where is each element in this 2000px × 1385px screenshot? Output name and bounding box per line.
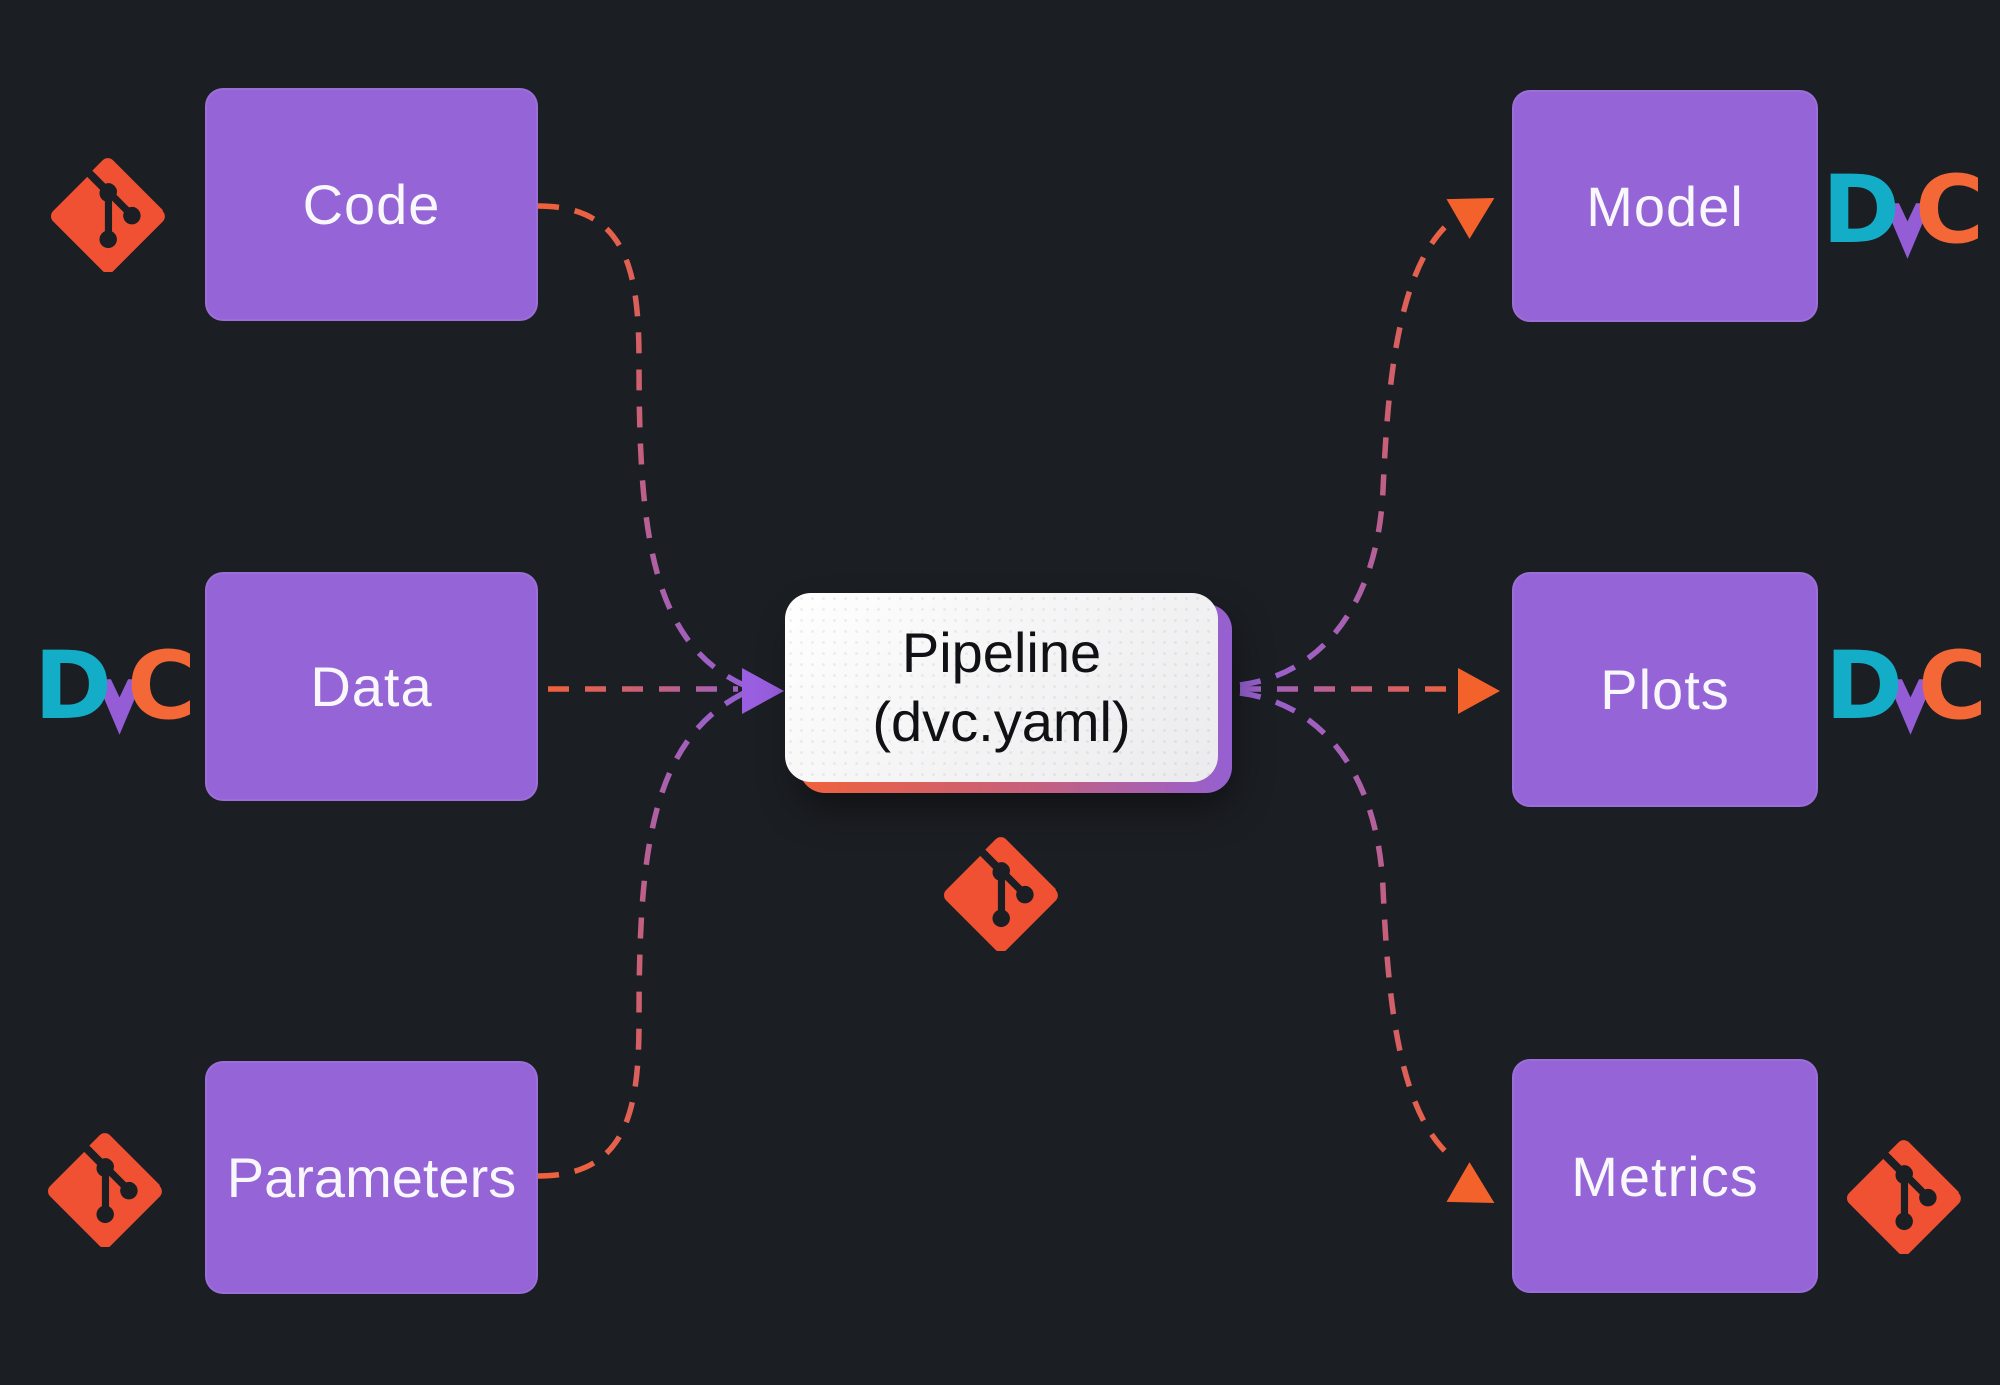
pipeline-title: Pipeline	[901, 621, 1102, 685]
dvc-letter-c: C	[1918, 632, 1988, 741]
dvc-letter-d: D	[1825, 632, 1904, 741]
node-model-label: Model	[1586, 174, 1744, 238]
node-metrics: Metrics	[1512, 1059, 1818, 1293]
node-parameters: Parameters	[205, 1061, 538, 1294]
dvc-letter-d: D	[1822, 156, 1901, 265]
edge-code-to-pipeline	[537, 203, 750, 690]
edge-pipeline-to-model	[1239, 215, 1457, 688]
node-plots: Plots	[1512, 572, 1818, 807]
arrowhead-into-plots	[1458, 668, 1500, 714]
pipeline-subtitle: (dvc.yaml)	[872, 689, 1131, 753]
edge-parameters-to-pipeline	[537, 688, 750, 1179]
node-code-label: Code	[302, 173, 441, 236]
node-metrics-label: Metrics	[1571, 1144, 1759, 1208]
node-plots-label: Plots	[1600, 658, 1730, 721]
arrowhead-into-pipeline	[742, 668, 784, 714]
node-pipeline: Pipeline (dvc.yaml)	[785, 593, 1218, 782]
dvc-v-mark	[1887, 679, 1935, 735]
node-data-label: Data	[310, 655, 433, 718]
dvc-icon: D C	[34, 640, 196, 736]
git-icon	[944, 837, 1058, 951]
edge-pipeline-to-metrics	[1239, 690, 1457, 1163]
dvc-icon: D C	[1825, 640, 1987, 736]
dvc-letter-c: C	[127, 632, 197, 741]
dvc-icon: D C	[1822, 164, 1984, 260]
git-icon	[48, 1133, 162, 1247]
node-data: Data	[205, 572, 538, 801]
node-code: Code	[205, 88, 538, 321]
dvc-v-mark	[1884, 203, 1932, 259]
arrowhead-into-model	[1446, 198, 1495, 239]
node-model: Model	[1512, 90, 1818, 322]
dvc-letter-d: D	[34, 632, 113, 741]
dvc-letter-c: C	[1915, 156, 1985, 265]
node-parameters-label: Parameters	[226, 1146, 517, 1209]
git-icon	[1847, 1140, 1961, 1254]
arrowhead-into-metrics	[1446, 1162, 1495, 1203]
dvc-v-mark	[96, 679, 144, 735]
git-icon	[51, 158, 165, 272]
